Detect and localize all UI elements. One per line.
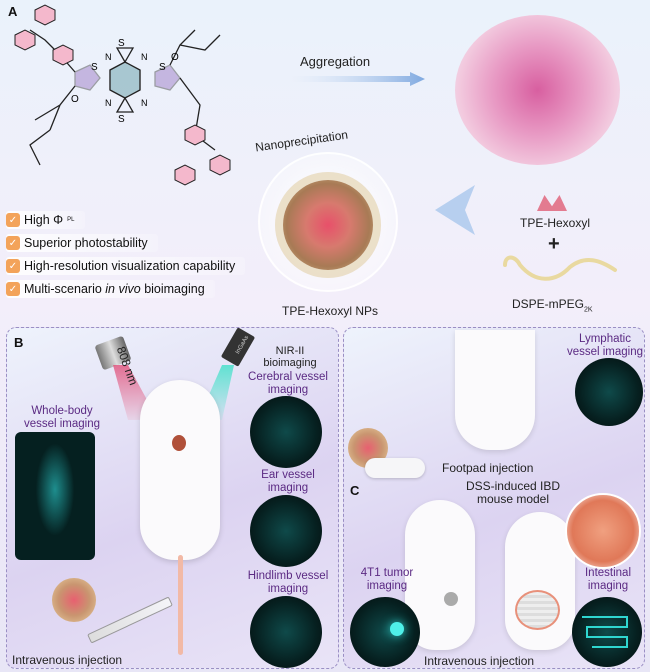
dspe-mpeg-chain: [503, 255, 617, 281]
intestinal-signal: [582, 616, 628, 648]
lymphatic-vessel-image: [575, 358, 643, 426]
panel-b-label: B: [14, 335, 24, 350]
plus-sign: +: [548, 233, 560, 255]
intravenous-injection-label-c: Intravenous injection: [424, 654, 535, 668]
check-icon: ✓: [6, 282, 20, 296]
feature-text-post: bioimaging: [140, 282, 205, 296]
hindlimb-label: Hindlimb vessel imaging: [247, 570, 329, 595]
feature-text: Multi-scenario in vivo bioimaging: [24, 282, 205, 296]
np-label: TPE-Hexoxyl NPs: [281, 304, 379, 318]
tumor-label: 4T1 tumor imaging: [360, 567, 414, 592]
cerebral-vessel-image: [250, 396, 322, 468]
tumor-signal: [390, 622, 404, 636]
mouse-illustration: [140, 380, 220, 560]
feature-subscript: PL: [67, 217, 75, 223]
whole-body-image: [15, 432, 95, 560]
mouse-lymph: [455, 330, 535, 450]
feature-item: ✓ Superior photostability: [6, 234, 158, 252]
ear-label: Ear vessel imaging: [261, 469, 315, 494]
atom-n: N: [105, 98, 112, 108]
atom-s: S: [118, 114, 125, 125]
hindlimb-vessel-image: [250, 596, 322, 668]
ear-vessel-image: [250, 495, 322, 567]
intravenous-injection-label: Intravenous injection: [12, 653, 123, 667]
nir-ii-label: NIR-II bioimaging: [263, 345, 317, 370]
atom-n: N: [105, 52, 112, 62]
component-dspe-mpeg-text: DSPE-mPEG: [512, 297, 585, 311]
feature-text-pre: Multi-scenario: [24, 282, 106, 296]
atom-n: N: [141, 98, 148, 108]
aggregate-cluster: [455, 15, 620, 165]
nanoprecipitation-label: Nanoprecipitation: [254, 127, 349, 155]
intestine-illustration: [565, 493, 641, 569]
atom-o: O: [171, 52, 179, 63]
atom-s: S: [91, 62, 98, 73]
tumor-spot: [444, 592, 458, 606]
footpad-injection-label: Footpad injection: [442, 461, 534, 475]
tumor-image: [350, 597, 420, 667]
aggregation-label: Aggregation: [300, 54, 371, 69]
molecule-structure: S S N N N N S S O O: [14, 4, 231, 186]
whole-body-label: Whole-body vessel imaging: [23, 405, 101, 430]
component-tpe-hexoxyl: TPE-Hexoxyl: [520, 216, 591, 230]
mouse-tail: [178, 555, 183, 655]
check-icon: ✓: [6, 213, 20, 227]
tpe-hexoxyl-icon: [537, 195, 567, 211]
ibd-model-label: DSS-induced IBD mouse model: [465, 479, 561, 507]
lymphatic-label: Lymphatic vessel imaging: [566, 333, 644, 358]
feature-text: High-resolution visualization capability: [24, 259, 236, 273]
panel-a-label: A: [8, 4, 18, 19]
intestinal-label: Intestinal imaging: [584, 567, 632, 592]
feature-text: High Φ: [24, 213, 64, 227]
feature-item: ✓ Multi-scenario in vivo bioimaging: [6, 280, 215, 298]
assembly-arrow: [435, 185, 475, 235]
check-icon: ✓: [6, 236, 20, 250]
feature-item: ✓ High-resolution visualization capabilit…: [6, 257, 246, 275]
feature-text: Superior photostability: [24, 236, 148, 250]
intestine-icon: [515, 590, 560, 630]
intestinal-image: [572, 597, 642, 667]
check-icon: ✓: [6, 259, 20, 273]
panel-c-label: C: [350, 483, 360, 498]
component-dspe-mpeg-subscript: 2K: [584, 306, 593, 314]
heart-icon: [172, 435, 186, 451]
aggregation-arrow: [290, 72, 425, 86]
nanoparticle-icon: [52, 578, 96, 622]
atom-n: N: [141, 52, 148, 62]
component-dspe-mpeg: DSPE-mPEG2K: [512, 297, 593, 314]
nanoparticle-illustration: [283, 180, 373, 270]
cerebral-label: Cerebral vessel imaging: [248, 371, 328, 396]
atom-s: S: [159, 62, 166, 73]
atom-s: S: [118, 38, 125, 49]
hand-syringe-icon: [365, 458, 425, 478]
atom-o: O: [71, 94, 79, 105]
feature-text-italic: in vivo: [105, 282, 141, 296]
